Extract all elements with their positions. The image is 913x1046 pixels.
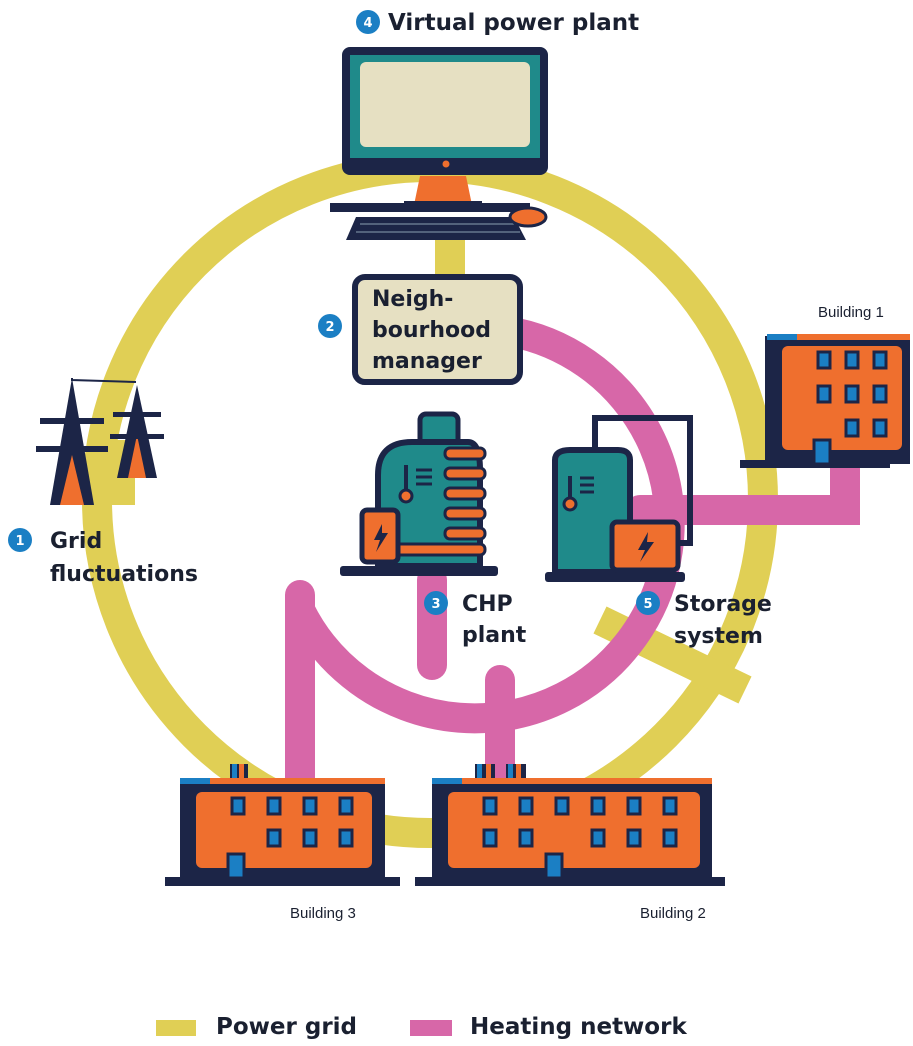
storage-system-icon (545, 415, 693, 582)
computer-icon (330, 47, 548, 240)
building-2-icon (415, 764, 725, 886)
badge-1-number: 1 (15, 534, 24, 549)
label-neighbourhood-manager: 2 Neigh- bourhood manager (318, 287, 491, 374)
legend-heating-network-label: Heating network (470, 1014, 687, 1040)
badge-2-number: 2 (325, 320, 334, 335)
neighbourhood-manager-line-3: manager (372, 349, 482, 374)
chp-plant-icon (340, 411, 498, 576)
grid-fluctuations-line-1: Grid (50, 529, 102, 554)
chp-plant-line-1: CHP (462, 592, 513, 617)
building-3-label: Building 3 (290, 905, 356, 922)
building-1-label: Building 1 (818, 304, 884, 321)
legend: Power grid Heating network (156, 1014, 687, 1040)
storage-system-line-1: Storage (674, 592, 772, 617)
neighbourhood-manager-line-1: Neigh- (372, 287, 453, 312)
neighbourhood-manager-box (352, 274, 523, 385)
virtual-power-plant-text: Virtual power plant (388, 10, 639, 36)
badge-5 (636, 591, 660, 615)
neighbourhood-manager-line-2: bourhood (372, 318, 491, 343)
legend-power-grid-swatch (156, 1020, 196, 1036)
badge-4-number: 4 (363, 16, 372, 31)
label-virtual-power-plant: 4 Virtual power plant (356, 10, 639, 36)
building-3-icon (165, 764, 400, 886)
badge-4 (356, 10, 380, 34)
building-2-label: Building 2 (640, 905, 706, 922)
label-storage-system: 5 Storage system (636, 591, 772, 649)
building-1-icon (740, 334, 910, 468)
badge-3-number: 3 (431, 597, 440, 612)
badge-1 (8, 528, 32, 552)
chp-plant-line-2: plant (462, 623, 527, 648)
storage-system-line-2: system (674, 624, 763, 649)
badge-2 (318, 314, 342, 338)
label-chp-plant: 3 CHP plant (424, 591, 527, 648)
grid-fluctuations-line-2: fluctuations (50, 562, 198, 587)
legend-heating-network-swatch (410, 1020, 452, 1036)
badge-3 (424, 591, 448, 615)
badge-5-number: 5 (643, 597, 652, 612)
legend-power-grid-label: Power grid (216, 1014, 357, 1040)
power-pylons-icon (36, 378, 164, 505)
label-grid-fluctuations: 1 Grid fluctuations (8, 528, 198, 587)
